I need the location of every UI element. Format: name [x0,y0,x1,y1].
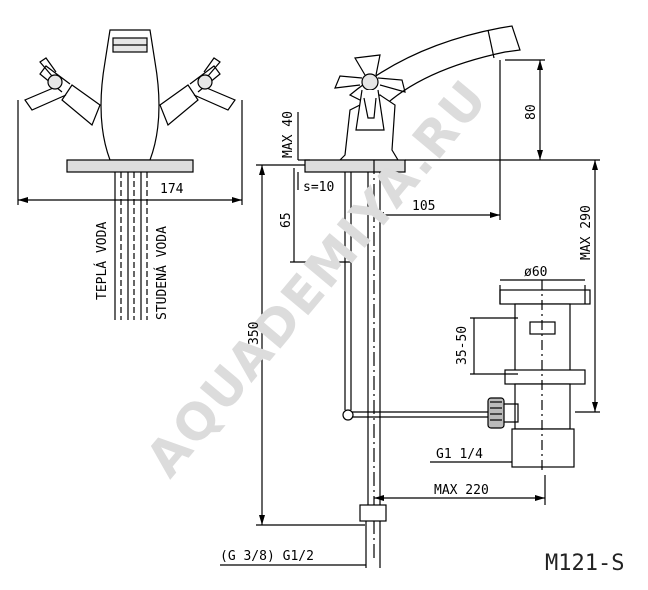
s10-label: s=10 [303,180,334,195]
side-view [220,25,600,568]
dim-105-label: 105 [412,199,435,214]
thread-label: (G 3/8) G1/2 [220,549,314,564]
cold-water-label: STUDENÁ VODA [154,226,170,320]
dim-80-label: 80 [524,104,539,120]
max40-label: MAX 40 [281,111,296,158]
front-view [17,29,243,320]
phi60-label: ø60 [524,265,547,280]
g114-label: G1 1/4 [436,447,483,462]
dim-3550-label: 35-50 [455,326,470,365]
max220-label: MAX 220 [434,483,489,498]
max290-label: MAX 290 [579,205,594,260]
watermark: AQUADEMIYA.RU [135,69,500,488]
warm-water-label: TEPLÁ VODA [94,222,110,300]
dim-174-label: 174 [160,182,184,197]
model-label: M121-S [545,551,624,576]
dim-350-label: 350 [247,322,262,345]
dim-65-label: 65 [279,212,294,228]
